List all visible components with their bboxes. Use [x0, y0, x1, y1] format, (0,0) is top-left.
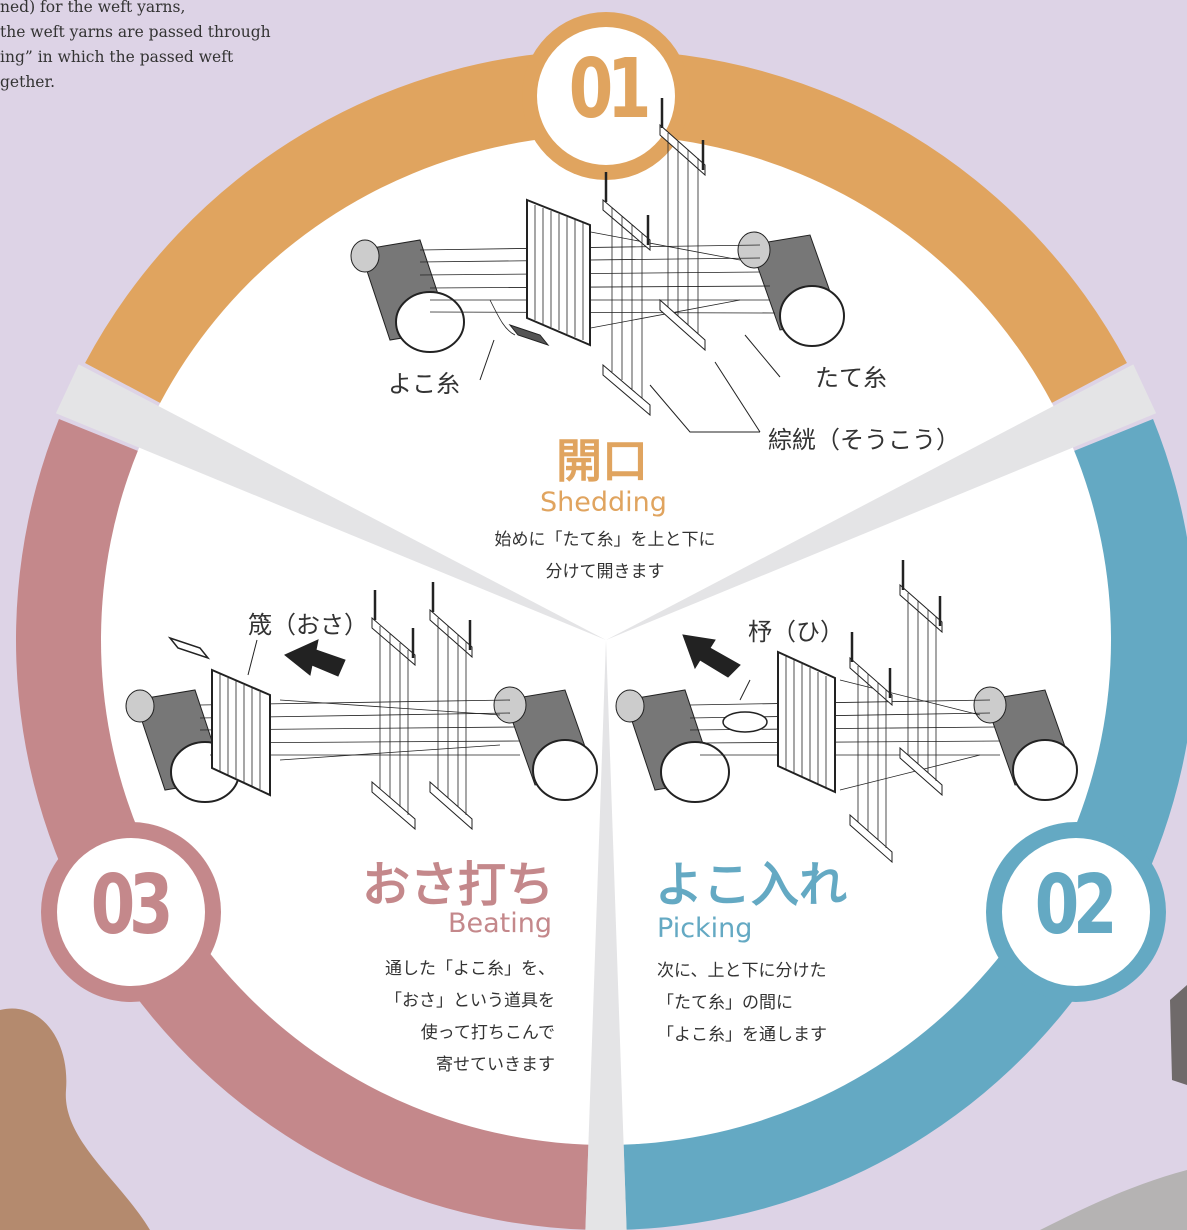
loom-illustration-shedding [350, 98, 845, 433]
badge-01 [522, 12, 690, 180]
desc-line: 通した「よこ糸」を、 [385, 959, 555, 979]
separator-left [55, 364, 606, 640]
intro-line: the weft yarns are passed through [0, 23, 271, 41]
step-description-shedding: 始めに「たて糸」を上と下に 分けて開きます [480, 524, 730, 588]
step-description-picking: 次に、上と下に分けた 「たて糸」の間に 「よこ糸」を通します [657, 955, 827, 1051]
label-heddle: 綜絖（そうこう） [768, 426, 960, 454]
intro-line: ned) for the weft yarns, [0, 0, 186, 16]
sector-separators [55, 364, 1157, 1230]
intro-line: gether. [0, 73, 56, 91]
intro-line: ing” in which the passed weft [0, 48, 234, 66]
desc-line: 「よこ糸」を通します [657, 1025, 827, 1045]
step-number-01: 01 [568, 42, 652, 137]
desc-line: 使って打ちこんで [420, 1023, 555, 1043]
desc-line: 始めに「たて糸」を上と下に [494, 530, 716, 550]
ring-segment-shedding [85, 49, 1127, 406]
desc-line: 「たて糸」の間に [657, 993, 793, 1013]
step-subtitle-picking: Picking [657, 913, 753, 944]
desc-line: 寄せていきます [436, 1055, 555, 1075]
badge-02 [986, 822, 1166, 1002]
step-title-shedding: 開口 [556, 434, 648, 488]
right-bottom-decoration [1040, 1170, 1187, 1230]
desc-line: 次に、上と下に分けた [657, 961, 827, 981]
loom-illustration-picking [615, 560, 1078, 864]
separator-right [606, 364, 1157, 640]
step-subtitle-shedding: Shedding [540, 487, 667, 518]
step-number-03: 03 [90, 858, 174, 953]
label-shuttle: 杼（ひ） [748, 618, 844, 646]
step-subtitle-beating: Beating [448, 908, 553, 939]
step-number-02: 02 [1034, 858, 1118, 953]
loom-illustration-beating [125, 582, 598, 831]
right-figure-decoration [1170, 985, 1187, 1085]
step-description-beating: 通した「よこ糸」を、 「おさ」という道具を 使って打ちこんで 寄せていきます [355, 953, 555, 1081]
label-weft: よこ糸 [388, 370, 460, 398]
label-warp: たて糸 [815, 364, 887, 392]
left-figure-decoration [0, 1008, 150, 1230]
desc-line: 分けて開きます [545, 562, 665, 582]
step-title-picking: よこ入れ [655, 857, 848, 913]
intro-text: ned) for the weft yarns, the weft yarns … [0, 0, 340, 95]
desc-line: 「おさ」という道具を [385, 991, 555, 1011]
ring-segment-picking [623, 418, 1187, 1230]
label-reed: 筬（おさ） [248, 611, 368, 639]
badge-03 [41, 822, 221, 1002]
separator-bottom [585, 640, 627, 1230]
step-title-beating: おさ打ち [362, 857, 555, 913]
